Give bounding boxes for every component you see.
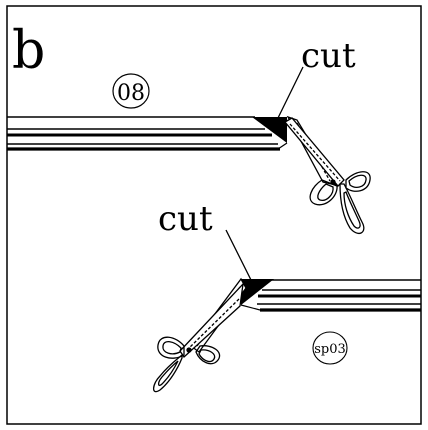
part-number-badge-sp03 <box>312 331 348 365</box>
cut-label-bottom: cut <box>158 199 213 239</box>
panel-frame <box>6 5 422 425</box>
part-number-08: 08 <box>117 81 145 106</box>
cut-leader-top <box>276 66 304 121</box>
part-number-badge-08 <box>112 73 150 109</box>
cut-label-top: cut <box>301 36 356 76</box>
scissors-icon-top <box>284 115 371 235</box>
part-number-sp03: sp03 <box>314 342 346 357</box>
cut-leader-bottom <box>225 229 252 281</box>
panel-letter: b <box>12 21 45 81</box>
cut-corner-bottom <box>241 279 274 305</box>
profile-sp03 <box>257 279 421 312</box>
cut-corner-top <box>252 117 287 143</box>
scissors-icon-bottom <box>152 277 247 393</box>
profile-08 <box>7 116 280 151</box>
